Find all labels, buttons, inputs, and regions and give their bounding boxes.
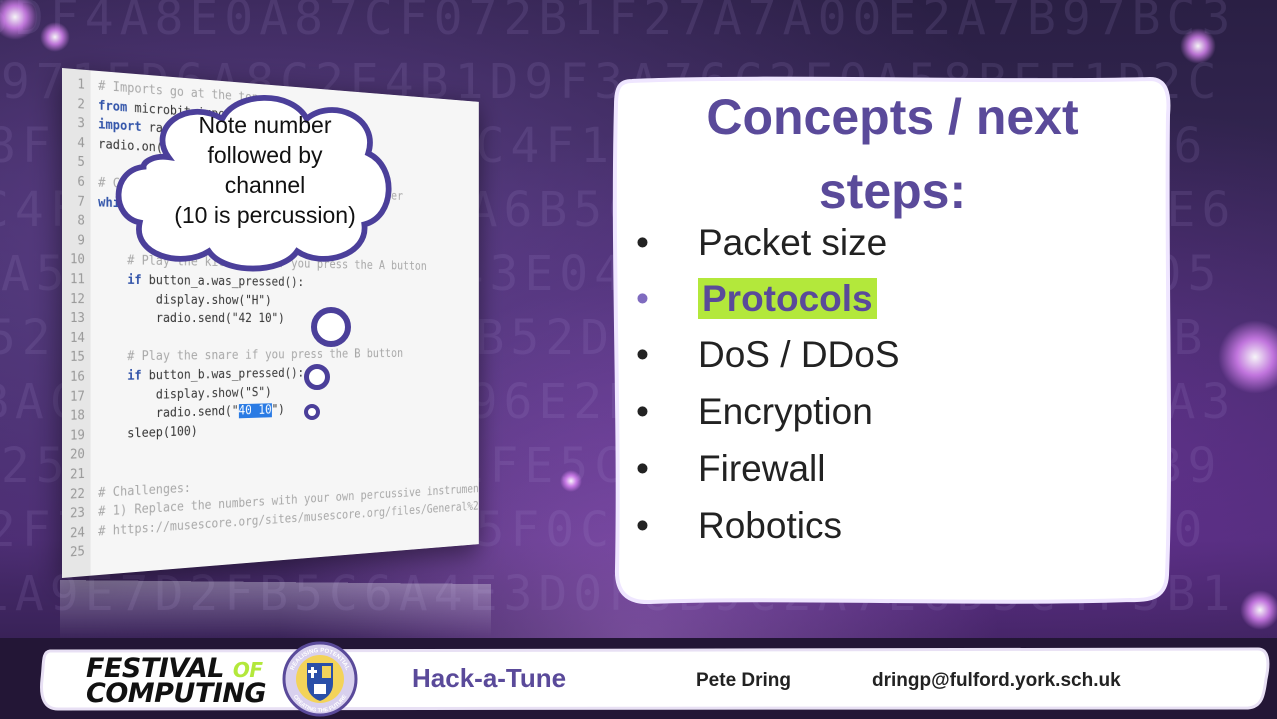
bullet-icon: • <box>636 505 649 546</box>
line-number: 19 <box>70 428 85 444</box>
concept-item-protocols: •Protocols <box>636 278 877 322</box>
line-number: 16 <box>70 369 85 385</box>
logo-word-festival: FESTIVAL <box>86 653 224 684</box>
line-number: 22 <box>70 486 85 503</box>
bullet-icon: • <box>636 278 649 319</box>
line-number: 1 <box>77 77 85 93</box>
thought-bubble-large <box>311 307 351 347</box>
thought-cloud-text: Note number followed by channel (10 is p… <box>150 110 380 230</box>
concepts-title: Concepts / next steps: <box>620 80 1165 228</box>
author-email: dringp@fulford.york.sch.uk <box>872 670 1121 691</box>
code-line: 25 <box>62 544 98 565</box>
concept-item-robotics: •Robotics <box>636 505 842 546</box>
line-number: 25 <box>70 544 85 561</box>
line-number: 18 <box>70 408 85 424</box>
line-number: 11 <box>70 272 85 288</box>
code-line: 13 radio.send("42 10") <box>62 311 285 329</box>
thought-line: (10 is percussion) <box>174 202 356 228</box>
code-line: 12 display.show("H") <box>62 292 272 311</box>
line-number: 2 <box>77 96 85 113</box>
code-text: display.show("H") <box>98 291 272 308</box>
thought-bubble-medium <box>304 364 330 390</box>
line-number: 17 <box>70 389 85 405</box>
school-crest-logo: REALISING POTENTIAL CREATING THE FUTURE <box>282 641 358 717</box>
code-line: 14 <box>62 331 98 349</box>
thought-line: Note number <box>198 112 332 138</box>
concept-item-encryption: •Encryption <box>636 391 873 432</box>
code-line: 19 sleep(100) <box>62 424 198 447</box>
code-text: button_b.was_pressed(): <box>141 366 305 384</box>
code-line: 8 <box>62 213 98 232</box>
bokeh-light <box>1180 28 1216 64</box>
code-text <box>98 369 127 384</box>
hex-row: 5DF4A8E0A87CF072B1F27A7A00E2A7B97BC3 <box>0 0 1237 46</box>
line-number: 15 <box>70 350 85 366</box>
line-number: 5 <box>77 155 85 171</box>
concept-item-dos-ddos: •DoS / DDoS <box>636 334 900 375</box>
concept-item-firewall: •Firewall <box>636 448 826 489</box>
code-text: display.show("S") <box>98 385 272 404</box>
logo-word-computing: COMPUTING <box>86 678 267 709</box>
event-title: Hack-a-Tune <box>412 663 567 693</box>
bokeh-light <box>1218 320 1277 394</box>
bullet-icon: • <box>636 391 649 432</box>
bullet-icon: • <box>636 222 649 263</box>
line-number: 10 <box>70 252 85 268</box>
thought-line: channel <box>224 172 306 198</box>
line-number: 7 <box>77 194 85 210</box>
code-text: radio.send("42 10") <box>98 311 285 327</box>
bullet-icon: • <box>636 448 649 489</box>
code-line: 5 <box>62 154 98 174</box>
line-number: 21 <box>70 466 85 483</box>
line-number: 23 <box>70 505 85 522</box>
bokeh-light <box>1240 590 1277 630</box>
festival-of-computing-logo: FESTIVAL OF COMPUTING <box>86 655 267 709</box>
line-number: 12 <box>70 291 85 307</box>
code-text: sleep(100) <box>98 424 198 443</box>
code-comment: # Challenges: <box>98 480 191 501</box>
code-line: 9 <box>62 233 98 252</box>
line-number: 24 <box>70 525 85 542</box>
line-number: 8 <box>77 213 85 229</box>
line-number: 20 <box>70 447 85 464</box>
code-line: 21 <box>62 466 98 486</box>
line-number: 6 <box>77 174 85 190</box>
bullet-icon: • <box>636 334 649 375</box>
line-number: 4 <box>77 135 85 152</box>
author-name: Pete Dring <box>696 670 792 691</box>
code-reflection <box>60 580 492 640</box>
line-number: 13 <box>70 311 85 327</box>
code-text: radio.send(" <box>98 404 239 424</box>
bokeh-light <box>560 470 582 492</box>
line-number: 14 <box>70 330 85 346</box>
concept-item-packet-size: •Packet size <box>636 222 888 263</box>
thought-line: followed by <box>207 142 323 168</box>
code-line: 20 <box>62 447 98 466</box>
title-line-1: Concepts / next <box>706 89 1079 145</box>
code-text: ") <box>271 403 285 418</box>
concepts-card <box>612 76 1172 605</box>
code-comment: # Play the snare if you press the B butt… <box>98 347 404 365</box>
line-number: 9 <box>77 233 85 249</box>
code-selection: 40 10 <box>238 403 272 419</box>
line-number: 3 <box>77 116 85 132</box>
thought-cloud <box>115 95 392 272</box>
bokeh-light <box>40 22 70 52</box>
code-line: 15 # Play the snare if you press the B b… <box>62 347 403 368</box>
logo-word-of: OF <box>232 658 263 682</box>
thought-bubble-small <box>304 404 320 420</box>
code-keyword: if <box>127 368 142 384</box>
title-line-2: steps: <box>818 163 967 219</box>
